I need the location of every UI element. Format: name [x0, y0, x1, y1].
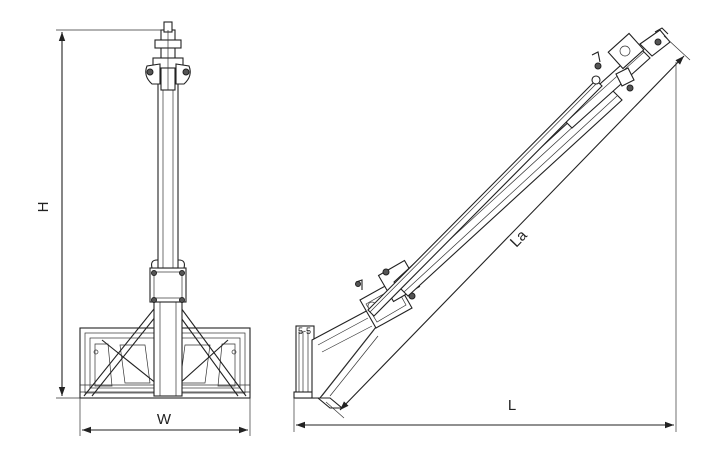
boom-length-label: La [507, 226, 531, 250]
height-label: H [35, 202, 52, 213]
front-braces [83, 303, 247, 397]
front-top-head [145, 21, 191, 91]
side-boom-lower [393, 85, 623, 297]
front-mast [157, 61, 179, 269]
length-dimension: L [293, 62, 677, 432]
section-label: 5-5 [298, 326, 311, 336]
length-label: L [508, 397, 516, 414]
side-base [293, 307, 381, 409]
front-lower-post [153, 297, 183, 397]
side-boom-upper [561, 47, 651, 129]
boom-length-dimension: La [325, 35, 691, 419]
side-cylinder [367, 75, 603, 317]
height-dimension: H [35, 29, 164, 399]
width-dimension: W [79, 398, 251, 436]
width-label: W [157, 411, 172, 428]
front-view [79, 21, 251, 399]
side-view: 5-5 [293, 27, 671, 409]
